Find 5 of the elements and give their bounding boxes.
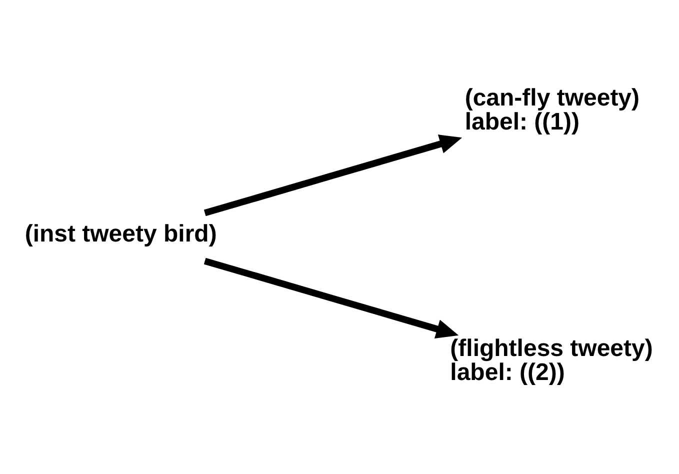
arrow [204, 134, 462, 216]
node-text: (can-fly tweety) label: ((1)) [464, 84, 640, 136]
node-text: (inst tweety bird) [24, 220, 217, 248]
arrow [204, 258, 459, 338]
node-text: (flightless tweety) label: ((2)) [450, 335, 653, 386]
